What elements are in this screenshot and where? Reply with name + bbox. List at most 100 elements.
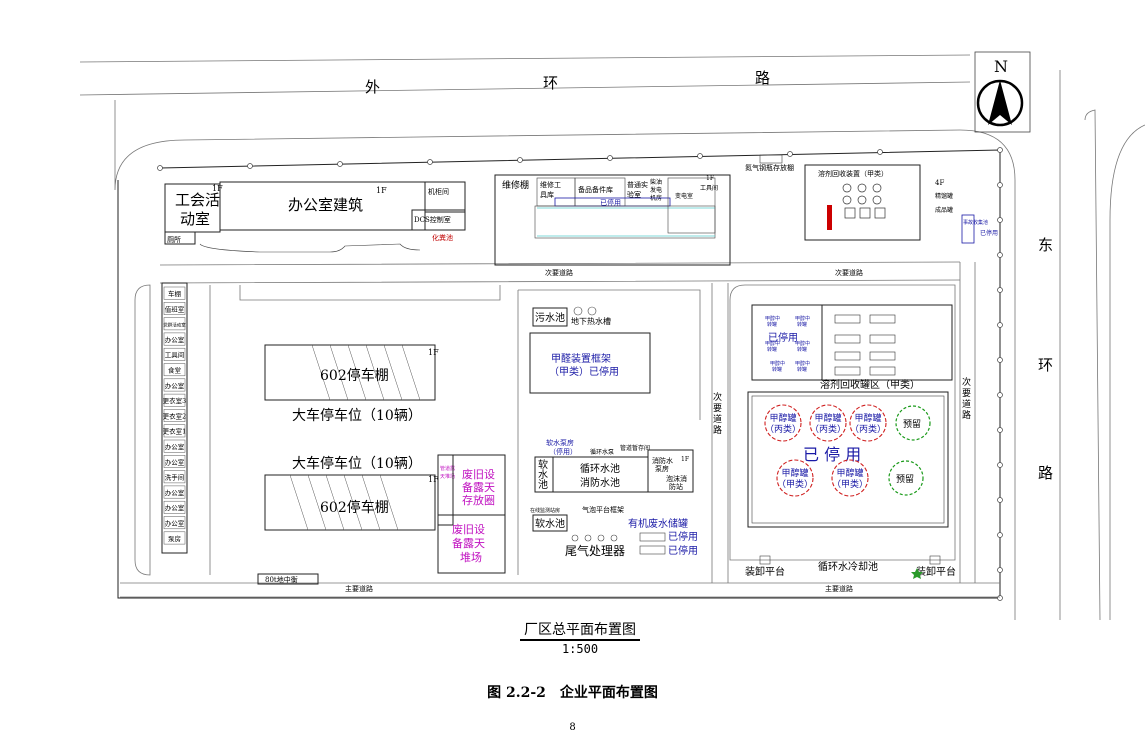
left-room-label: 办公室 xyxy=(165,519,185,528)
outer-road-line-2 xyxy=(79,81,971,96)
tank-area-outline xyxy=(729,284,956,561)
left-room-label: 洗手间 xyxy=(165,473,185,482)
load-platform-2 xyxy=(929,555,941,565)
toilet-label: 厕所 xyxy=(167,235,181,244)
circ-pool-label: 循环水池 xyxy=(580,462,620,475)
toilet xyxy=(164,231,196,245)
methanol-tank xyxy=(764,404,802,442)
cooling-pool-label: 循环水冷却池 xyxy=(818,560,878,573)
left-room xyxy=(163,286,186,300)
left-room-label: 更衣室2 xyxy=(163,411,187,420)
organic-tank-1 xyxy=(639,532,666,542)
left-rooms-column xyxy=(161,282,188,554)
methanol-tank xyxy=(776,459,814,497)
east-road-label-3: 路 xyxy=(1038,464,1053,482)
floor-1f-b: 1F xyxy=(428,475,439,484)
load-platform-1 xyxy=(759,555,771,565)
organic-tank-label: 有机废水储罐 xyxy=(628,517,688,530)
svg-text:N: N xyxy=(994,57,1008,76)
parking-big-2: 大车停车位（10辆） xyxy=(292,455,422,472)
left-room xyxy=(163,363,186,377)
fire-pump-l2: 泵房 xyxy=(655,464,669,473)
solvent-recovery-label: 溶剂回收装置（甲类） xyxy=(818,169,888,178)
waste-equip-1c: 存放圈 xyxy=(462,493,495,507)
nitrogen-label: 氮气钢瓶存放棚 xyxy=(745,163,794,172)
reserved-tank-1 xyxy=(895,405,931,441)
union-label-2: 动室 xyxy=(180,210,210,228)
floor-1f-a: 1F xyxy=(428,348,439,357)
pipe-storage-label: 管道暂存间 xyxy=(620,444,650,452)
small-tank-label: 甲醇中 xyxy=(795,315,810,322)
road-label-top-left: 次要道路 xyxy=(545,268,573,277)
small-tank-label: 转罐 xyxy=(767,321,777,328)
road-label-main-left: 主要道路 xyxy=(345,584,373,593)
soft-pool-b xyxy=(532,514,568,532)
left-room-label: 办公室 xyxy=(165,381,185,390)
parking-shed-top-label: 602停车棚 xyxy=(320,367,389,384)
tank-icon xyxy=(573,306,583,316)
diesel-l1: 柴油 xyxy=(650,178,662,186)
union-floor: 1F xyxy=(212,184,223,193)
soft-pump-l2: （停用） xyxy=(549,447,577,456)
left-room-label: 办公室 xyxy=(165,442,185,451)
waste-equip-2b: 备露天 xyxy=(452,536,485,550)
dcs-label: DCS控制室 xyxy=(414,215,451,224)
waste-equip-1b: 备露天 xyxy=(462,480,495,494)
secondary-road-right xyxy=(959,262,976,583)
office-outline xyxy=(199,243,421,253)
left-room xyxy=(163,378,186,392)
parking-shed-bottom-stripes xyxy=(289,474,399,531)
outer-road-inner xyxy=(114,100,1016,620)
small-tanks xyxy=(571,534,618,542)
plan-scale: 1:500 xyxy=(561,642,599,656)
methanol-tank xyxy=(831,459,869,497)
left-room xyxy=(163,455,186,468)
left-room-label: 办公室 xyxy=(165,488,185,497)
left-room-label: 更衣室3 xyxy=(163,396,187,405)
load-platform-1-label: 装卸平台 xyxy=(745,565,785,578)
left-rooms: 车棚值班室党群活动室办公室工具间食堂办公室更衣室3更衣室2更衣室1办公室办公室洗… xyxy=(163,286,187,545)
site-plan: 外 环 路 东 环 路 N 次要道路 次要道路 主要道路 主要道路 次要道路 次… xyxy=(79,51,1145,621)
stopped-banner-label: 已停用 xyxy=(600,198,621,207)
dashed-outline xyxy=(537,207,715,237)
left-room-label: 车棚 xyxy=(168,289,182,298)
repair-shed-label: 维修棚 xyxy=(502,179,529,191)
left-room xyxy=(163,485,186,499)
soft-pump-l1: 软水泵房 xyxy=(546,438,574,447)
accident-pool-label: 事故收集池 xyxy=(963,219,988,226)
svg-text:次要道路: 次要道路 xyxy=(962,376,971,421)
gas-frame-label: 气泡平台框架 xyxy=(582,505,624,514)
outer-road-line-1 xyxy=(79,54,971,63)
left-room-label: 工具间 xyxy=(165,351,185,359)
ground-scale-label: 80t地中衡 xyxy=(265,575,298,584)
left-room xyxy=(163,302,186,315)
small-tank-label: 甲醇中 xyxy=(765,340,780,347)
left-room xyxy=(163,317,186,331)
spare-parts-label: 备品备件库 xyxy=(578,185,613,194)
small-tank-label: 甲醇中 xyxy=(795,340,810,347)
stopped-vertical-label: 已停用 xyxy=(980,229,998,237)
online-monitor-label: 在线监测站房 xyxy=(530,507,560,514)
tank-grid-right xyxy=(834,314,896,376)
methanol-tank-class: （丙类） xyxy=(850,423,886,435)
left-room xyxy=(163,500,186,514)
small-tank-label: 转罐 xyxy=(772,366,782,373)
solvent-tank-stopped: 已停用 xyxy=(768,331,798,344)
methanol-tank-dike-inner xyxy=(751,395,945,524)
dcs-room xyxy=(411,209,466,231)
left-room-label: 办公室 xyxy=(165,457,185,466)
methanol-frame xyxy=(529,332,651,394)
east-road-label-1: 东 xyxy=(1038,236,1053,254)
tool-room-label: 工具间 xyxy=(700,184,718,192)
pipe-yard-l1: 管道露 xyxy=(440,465,455,472)
fire-pump-floor: 1F xyxy=(681,456,689,463)
small-tank-label: 转罐 xyxy=(797,321,807,328)
methanol-tank xyxy=(849,404,887,442)
svg-text:次要道路: 次要道路 xyxy=(713,391,722,436)
main-stopped-label: 已 停 用 xyxy=(803,445,861,464)
solvent-tank-area-label: 溶剂回收罐区（甲类） xyxy=(820,378,920,391)
repair-tools-l2: 具库 xyxy=(540,190,554,199)
septic-label: 化粪池 xyxy=(432,233,453,242)
solvent-tank-area xyxy=(751,304,953,381)
